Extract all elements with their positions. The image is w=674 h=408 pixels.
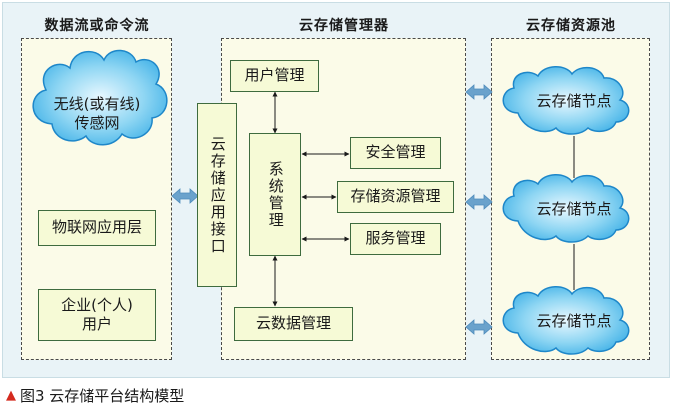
- sensor-network-label-2: 传感网: [74, 114, 119, 132]
- caption-text: 图3 云存储平台结构模型: [20, 387, 185, 405]
- enterprise-user-label-2: 用户: [81, 315, 112, 333]
- storage-api-label: 云存储应用接口: [208, 135, 227, 255]
- user-management-box: 用户管理: [230, 60, 319, 92]
- cloud-data-management-box: 云数据管理: [234, 307, 353, 341]
- enterprise-user-label-1: 企业(个人): [61, 295, 133, 314]
- iot-application-layer-box: 物联网应用层: [38, 210, 156, 246]
- double-arrow-left-middle: [171, 188, 199, 204]
- service-management-label: 服务管理: [365, 229, 426, 248]
- pool-panel-title: 云存储资源池: [526, 18, 616, 34]
- left-panel-title: 数据流或命令流: [44, 18, 150, 34]
- manager-panel-title: 云存储管理器: [299, 18, 389, 34]
- service-management-box: 服务管理: [350, 223, 441, 255]
- storage-node-label-3: 云存储节点: [536, 312, 611, 330]
- user-management-label: 用户管理: [244, 66, 305, 85]
- storage-node-cloud-3: 云存储节点: [502, 286, 630, 355]
- double-arrow-pool-1: [465, 84, 493, 100]
- cloud-data-management-label: 云数据管理: [255, 314, 331, 333]
- storage-resource-management-box: 存储资源管理: [337, 181, 454, 213]
- storage-node-label-2: 云存储节点: [536, 200, 611, 218]
- sensor-network-label-1: 无线(或有线): [54, 95, 141, 113]
- security-management-label: 安全管理: [365, 143, 426, 162]
- double-arrow-pool-3: [465, 319, 493, 335]
- storage-node-label-1: 云存储节点: [536, 92, 611, 110]
- caption-marker: ▲: [6, 388, 16, 403]
- system-management-label: 系统管理: [266, 160, 285, 229]
- enterprise-user-box: 企业(个人) 用户: [38, 289, 156, 341]
- iot-application-layer-label: 物联网应用层: [51, 218, 142, 237]
- storage-node-cloud-2: 云存储节点: [502, 174, 630, 243]
- storage-api-box: 云存储应用接口: [197, 103, 237, 287]
- storage-resource-management-label: 存储资源管理: [350, 187, 441, 206]
- storage-node-cloud-1: 云存储节点: [502, 66, 630, 135]
- security-management-box: 安全管理: [350, 137, 441, 169]
- figure-caption: ▲ 图3 云存储平台结构模型: [6, 385, 184, 406]
- sensor-network-cloud: 无线(或有线) 传感网: [32, 49, 168, 146]
- system-management-box: 系统管理: [249, 133, 301, 256]
- double-arrow-pool-2: [465, 194, 493, 210]
